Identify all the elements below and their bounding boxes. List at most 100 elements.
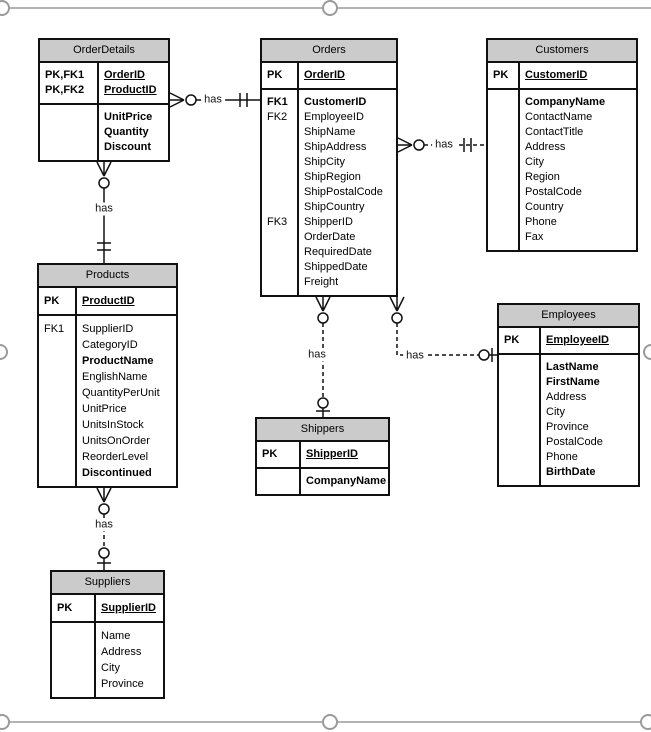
key-flag (262, 200, 297, 215)
handle-bottom-center-icon[interactable] (322, 714, 338, 730)
attribute-row: CompanyName (257, 474, 388, 489)
attribute-name: ShipName (304, 126, 356, 138)
attribute-row: Country (488, 200, 636, 215)
relationship-orderdetails-products[interactable] (96, 161, 112, 263)
column-divider (94, 623, 96, 697)
key-flag (39, 417, 75, 433)
attribute-row: Discount (40, 140, 168, 155)
key-flag: FK1 (44, 323, 65, 335)
key-flag (52, 660, 94, 676)
attribute-row: Address (52, 644, 163, 660)
attribute-name: City (546, 406, 565, 418)
relationship-orders-employees[interactable] (389, 296, 497, 362)
key-flag (488, 170, 518, 185)
handle-bottom-left-icon[interactable] (0, 714, 10, 730)
attribute-name: CustomerID (525, 69, 588, 81)
key-flag (40, 110, 97, 125)
handle-bottom-right-icon[interactable] (640, 714, 651, 730)
handle-top-left-icon[interactable] (0, 0, 10, 16)
key-flag (262, 245, 297, 260)
crows-foot-icon (397, 137, 413, 153)
attribute-name: UnitsOnOrder (82, 435, 150, 447)
key-flag (262, 125, 297, 140)
key-flag (52, 628, 94, 644)
attribute-name: Fax (525, 231, 544, 243)
attribute-name: Freight (304, 276, 339, 288)
key-flag (499, 435, 539, 450)
attribute-row: UnitsInStock (39, 417, 176, 433)
attribute-row: Address (488, 140, 636, 155)
key-flag (499, 390, 539, 405)
key-flag (499, 450, 539, 465)
attribute-row: ShipRegion (262, 170, 396, 185)
entity-title: OrderDetails (40, 40, 168, 63)
attribute-name: PostalCode (546, 436, 603, 448)
attribute-name: Region (525, 171, 560, 183)
attribute-row: ShippedDate (262, 260, 396, 275)
attribute-row: BirthDate (499, 465, 638, 480)
attribute-name: ShipAddress (304, 141, 367, 153)
attribute-row: Phone (499, 450, 638, 465)
optional-circle-icon (185, 94, 197, 106)
attribute-name: ShipCountry (304, 201, 365, 213)
key-flag (262, 140, 297, 155)
attribute-row: Address (499, 390, 638, 405)
crows-foot-icon (389, 296, 405, 312)
key-flag (39, 433, 75, 449)
key-flag (52, 676, 94, 692)
handle-top-center-icon[interactable] (322, 0, 338, 16)
column-divider (299, 442, 301, 467)
key-flag: PK (493, 69, 509, 81)
key-flag (39, 449, 75, 465)
attribute-row: Fax (488, 230, 636, 245)
key-flag (262, 275, 297, 290)
relationship-label: has (201, 93, 225, 107)
attribute-name: EnglishName (82, 371, 148, 383)
attribute-name: Phone (546, 451, 578, 463)
attribute-row: PostalCode (488, 185, 636, 200)
handle-middle-left-icon[interactable] (0, 344, 8, 360)
key-flag (488, 185, 518, 200)
attribute-name: OrderDate (304, 231, 356, 243)
key-flag (39, 369, 75, 385)
attribute-name: RequiredDate (304, 246, 372, 258)
attribute-name: ProductID (104, 84, 157, 96)
optional-circle-icon (391, 312, 403, 324)
attribute-row: Phone (488, 215, 636, 230)
attribute-row: OrderDate (262, 230, 396, 245)
key-flag (488, 215, 518, 230)
attribute-row: RequiredDate (262, 245, 396, 260)
attribute-row: Province (52, 676, 163, 692)
optional-circle-icon (98, 503, 110, 515)
attribute-row: QuantityPerUnit (39, 385, 176, 401)
optional-circle-icon (317, 312, 329, 324)
attribute-name: Name (101, 630, 131, 642)
relationship-products-suppliers[interactable] (96, 487, 112, 570)
attribute-name: Address (525, 141, 566, 153)
attribute-name: LastName (546, 361, 599, 373)
entity-title: Shippers (257, 419, 388, 442)
attribute-row: UnitPrice (40, 110, 168, 125)
attribute-row: ContactName (488, 110, 636, 125)
attribute-row: ShipPostalCode (262, 185, 396, 200)
handle-middle-right-icon[interactable] (643, 344, 651, 360)
